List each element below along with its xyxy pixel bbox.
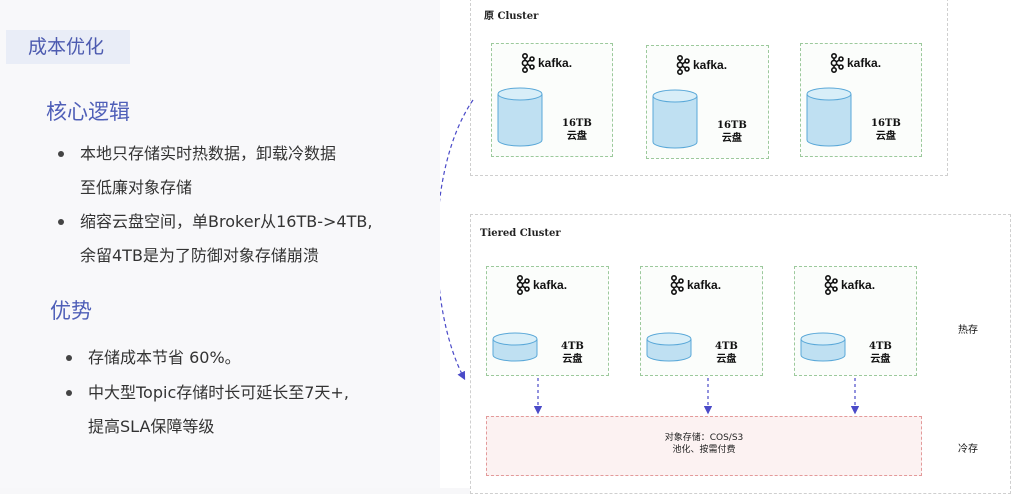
bullet-dot: [66, 355, 72, 361]
section-tag: 成本优化: [6, 30, 130, 64]
disk-icon: [646, 332, 692, 362]
advantages-heading: 优势: [50, 299, 92, 323]
tiered-cluster-title: Tiered Cluster: [480, 228, 561, 239]
core-bullet-1: 本地只存储实时热数据，卸载冷数据 至低廉对象存储: [58, 137, 337, 205]
kafka-label: kafka.: [693, 58, 728, 72]
connector-arrows: [440, 99, 860, 415]
kafka-logo-icon: [670, 275, 684, 295]
bullet-line: 余留4TB是为了防御对象存储崩溃: [80, 246, 319, 265]
bullet-dot: [58, 219, 64, 225]
bullet-dot: [58, 151, 64, 157]
kafka-label: kafka.: [687, 278, 722, 292]
bullet-line: 存储成本节省 60%。: [88, 348, 241, 367]
kafka-label: kafka.: [841, 278, 876, 292]
kafka-logo-icon: [676, 55, 690, 75]
hot-storage-label: 热存: [958, 325, 978, 336]
kafka-logo-icon: [830, 53, 844, 73]
core-bullet-2: 缩容云盘空间，单Broker从16TB->4TB, 余留4TB是为了防御对象存储…: [58, 205, 373, 273]
kafka-logo-icon: [824, 275, 838, 295]
cold-storage-label: 冷存: [958, 444, 978, 455]
object-storage-label: 对象存储：COS/S3 池化、按需付费: [664, 433, 744, 455]
disk-icon: [492, 332, 538, 362]
bullet-line: 中大型Topic存储时长可延长至7天+,: [88, 383, 349, 402]
bullet-line: 提高SLA保障等级: [88, 417, 215, 436]
kafka-logo-icon: [521, 53, 535, 73]
adv-bullet-2: 中大型Topic存储时长可延长至7天+, 提高SLA保障等级: [66, 376, 349, 444]
bullet-line: 至低廉对象存储: [80, 178, 193, 197]
original-cluster-title: 原 Cluster: [484, 11, 539, 22]
object-storage-box: [486, 416, 922, 476]
kafka-logo-icon: [516, 275, 530, 295]
left-panel: 成本优化 核心逻辑 本地只存储实时热数据，卸载冷数据 至低廉对象存储 缩容云盘空…: [0, 0, 440, 488]
disk-icon: [652, 89, 698, 149]
kafka-label: kafka.: [533, 278, 568, 292]
bullet-dot: [66, 390, 72, 396]
disk-icon: [806, 87, 852, 147]
disk-icon: [800, 332, 846, 362]
kafka-label: kafka.: [538, 56, 573, 70]
bullet-line: 本地只存储实时热数据，卸载冷数据: [80, 144, 337, 163]
kafka-label: kafka.: [847, 56, 882, 70]
bullet-line: 缩容云盘空间，单Broker从16TB->4TB,: [80, 212, 373, 231]
adv-bullet-1: 存储成本节省 60%。: [66, 341, 241, 375]
migration-arrow: [440, 99, 474, 381]
disk-icon: [497, 87, 543, 147]
core-logic-heading: 核心逻辑: [46, 100, 130, 124]
